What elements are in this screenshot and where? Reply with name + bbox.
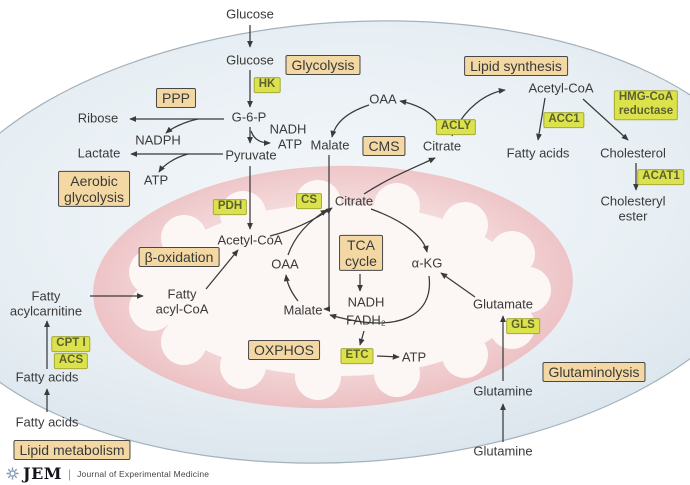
metabolite-malate-cytosol: Malate — [310, 137, 350, 153]
metabolite-nadh-tca: NADH — [347, 294, 385, 310]
metabolite-citrate-cytosol: Citrate — [422, 138, 462, 154]
enzyme-box-etc: ETC — [340, 348, 374, 364]
metabolite-citrate-mito: Citrate — [334, 193, 374, 209]
metabolite-ribose: Ribose — [77, 110, 119, 126]
metabolite-nadh-glycolysis: NADH — [269, 121, 307, 137]
metabolite-fatty-acids-cytosol: Fatty acids — [15, 369, 79, 385]
arrow-etc-atp — [376, 353, 400, 360]
metabolite-nadph: NADPH — [135, 132, 181, 148]
jem-logo-icon — [6, 467, 19, 480]
arrow-citrate-export — [363, 157, 436, 195]
metabolite-glutamate: Glutamate — [473, 296, 533, 312]
arrow-akg-malate — [329, 275, 431, 324]
journal-abbreviation: JEM — [23, 464, 62, 483]
process-box-aerobic-glycolysis: Aerobic glycolysis — [58, 170, 130, 208]
metabolite-atp-aerobic: ATP — [143, 172, 169, 188]
metabolite-glucose-cytosol: Glucose — [226, 52, 274, 68]
metabolite-glutamine-cytosol: Glutamine — [473, 383, 533, 399]
enzyme-box-acly: ACLY — [435, 119, 477, 135]
arrow-acylcoa-betaox — [205, 249, 239, 290]
enzyme-box-cpt1: CPT I — [51, 336, 91, 352]
metabolite-acetylcoa-mito: Acetyl-CoA — [217, 232, 283, 248]
metabolite-malate-mito: Malate — [283, 302, 323, 318]
metabolite-g6p: G-6-P — [231, 109, 267, 125]
metabolite-pyruvate: Pyruvate — [225, 147, 277, 163]
process-box-glutaminolysis: Glutaminolysis — [542, 361, 646, 383]
arrow-nadh-etc — [358, 330, 365, 346]
arrow-acc1-fattyacids — [536, 97, 546, 141]
arrow-citrate-akg — [370, 208, 429, 253]
footer-divider: | — [67, 466, 72, 481]
metabolite-lactate: Lactate — [77, 145, 121, 161]
enzyme-box-acs: ACS — [53, 353, 89, 369]
process-box-glycolysis: Glycolysis — [285, 54, 361, 76]
enzyme-box-hmg-coa-reductase: HMG-CoA reductase — [613, 90, 679, 120]
metabolite-atp-glycolysis: ATP — [277, 136, 303, 152]
metabolite-glucose-extracellular: Glucose — [226, 6, 274, 22]
enzyme-box-acat1: ACAT1 — [637, 169, 685, 185]
process-box-lipid-metabolism: Lipid metabolism — [13, 439, 131, 461]
metabolite-fatty-acids-extracellular: Fatty acids — [15, 414, 79, 430]
metabolite-fatty-acids-synthesis: Fatty acids — [506, 145, 570, 161]
arrow-oaa-citrate — [287, 209, 328, 256]
arrow-oaa-malate-cytosol — [330, 104, 370, 138]
enzyme-box-hk: HK — [253, 77, 281, 93]
arrow-branch-nadh-atp — [250, 130, 271, 146]
arrow-glutamate-akg — [440, 272, 476, 298]
metabolite-cholesterol: Cholesterol — [600, 145, 666, 161]
metabolite-alpha-kg: α-KG — [411, 255, 443, 271]
arrow-branch-nadph — [165, 118, 199, 134]
arrow-hmg-cholesterol — [582, 98, 629, 141]
enzyme-box-acc1: ACC1 — [543, 112, 585, 128]
process-box-cms: CMS — [362, 135, 406, 157]
journal-name: Journal of Experimental Medicine — [77, 468, 210, 479]
process-box-beta-oxidation: β-oxidation — [138, 246, 220, 268]
arrow-malate-oaa — [283, 274, 299, 302]
process-box-oxphos: OXPHOS — [248, 339, 320, 361]
metabolite-oaa-cytosol: OAA — [369, 91, 397, 107]
arrow-branch-atp — [158, 153, 189, 173]
enzyme-box-cs: CS — [296, 193, 322, 209]
metabolite-acetylcoa-cytosol: Acetyl-CoA — [528, 80, 594, 96]
metabolite-cholesteryl-ester: Cholesteryl ester — [600, 193, 666, 223]
enzyme-box-pdh: PDH — [212, 199, 248, 215]
process-box-ppp: PPP — [155, 87, 197, 109]
metabolite-glutamine-extracellular: Glutamine — [473, 443, 533, 459]
process-box-tca-cycle: TCA cycle — [339, 234, 383, 272]
metabolite-atp-oxphos: ATP — [401, 349, 427, 365]
enzyme-box-gls: GLS — [506, 318, 540, 334]
arrows-layer — [44, 25, 639, 442]
metabolite-fadh2: FADH₂ — [346, 312, 386, 328]
journal-brand: JEM | Journal of Experimental Medicine — [6, 464, 209, 483]
metabolite-fatty-acyl-coa: Fatty acyl-CoA — [155, 286, 209, 316]
metabolite-fatty-acylcarnitine: Fatty acylcarnitine — [9, 288, 83, 318]
arrow-malate-shuttle — [323, 155, 331, 312]
metabolite-oaa-mito: OAA — [271, 256, 299, 272]
process-box-lipid-synthesis: Lipid synthesis — [464, 55, 568, 77]
